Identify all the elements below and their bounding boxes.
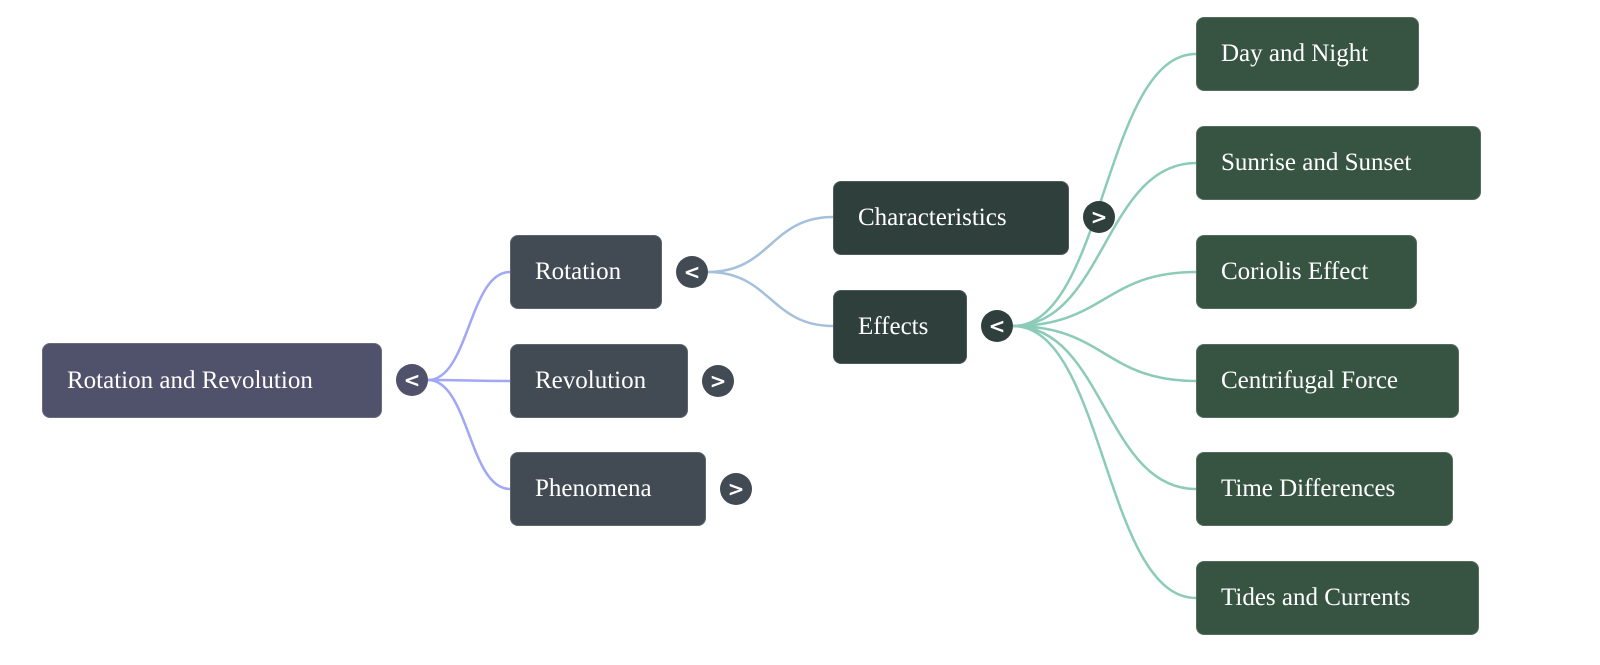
connector-root-revolution [427, 378, 511, 383]
node-label: Revolution [535, 367, 647, 394]
expand-toggle-phenomena[interactable]: > [720, 473, 752, 505]
node-tides-and-currents[interactable]: Tides and Currents [1196, 561, 1479, 635]
node-phenomena[interactable]: Phenomena [510, 452, 706, 526]
collapse-toggle-root[interactable]: < [396, 364, 428, 396]
expand-toggle-revolution[interactable]: > [702, 365, 734, 397]
node-sunrise-and-sunset[interactable]: Sunrise and Sunset [1196, 126, 1481, 200]
node-label: Phenomena [535, 475, 652, 502]
node-label: Characteristics [858, 204, 1007, 231]
node-label: Tides and Currents [1221, 584, 1411, 611]
node-effects[interactable]: Effects [833, 290, 967, 364]
chevron-left-icon: < [683, 260, 701, 284]
collapse-toggle-rotation[interactable]: < [676, 256, 708, 288]
connector-root-rotation [427, 270, 511, 382]
connector-rotation-effects [707, 270, 834, 328]
node-label: Centrifugal Force [1221, 367, 1399, 394]
node-label: Effects [858, 313, 929, 340]
node-label: Rotation [535, 258, 622, 285]
node-label: Coriolis Effect [1221, 258, 1369, 285]
node-coriolis-effect[interactable]: Coriolis Effect [1196, 235, 1417, 309]
node-characteristics[interactable]: Characteristics [833, 181, 1069, 255]
connector-effects-coriolis-effect [1012, 270, 1197, 328]
node-label: Sunrise and Sunset [1221, 149, 1412, 176]
connector-effects-time-differences [1012, 324, 1197, 491]
node-time-differences[interactable]: Time Differences [1196, 452, 1453, 526]
node-rotation[interactable]: Rotation [510, 235, 662, 309]
connector-root-phenomena [427, 378, 511, 491]
chevron-right-icon: > [727, 477, 745, 501]
chevron-right-icon: > [1090, 205, 1108, 229]
node-centrifugal-force[interactable]: Centrifugal Force [1196, 344, 1459, 418]
collapse-toggle-effects[interactable]: < [981, 310, 1013, 342]
node-label: Day and Night [1221, 40, 1369, 67]
node-label: Time Differences [1221, 475, 1396, 502]
connector-effects-tides-and-currents [1012, 324, 1197, 600]
chevron-right-icon: > [709, 369, 727, 393]
node-label: Rotation and Revolution [67, 366, 313, 394]
chevron-left-icon: < [988, 314, 1006, 338]
node-root[interactable]: Rotation and Revolution [42, 343, 382, 418]
node-day-and-night[interactable]: Day and Night [1196, 17, 1419, 91]
connector-effects-centrifugal-force [1012, 324, 1197, 383]
expand-toggle-characteristics[interactable]: > [1083, 201, 1115, 233]
connector-rotation-characteristics [707, 215, 834, 274]
node-revolution[interactable]: Revolution [510, 344, 688, 418]
chevron-left-icon: < [403, 368, 421, 392]
